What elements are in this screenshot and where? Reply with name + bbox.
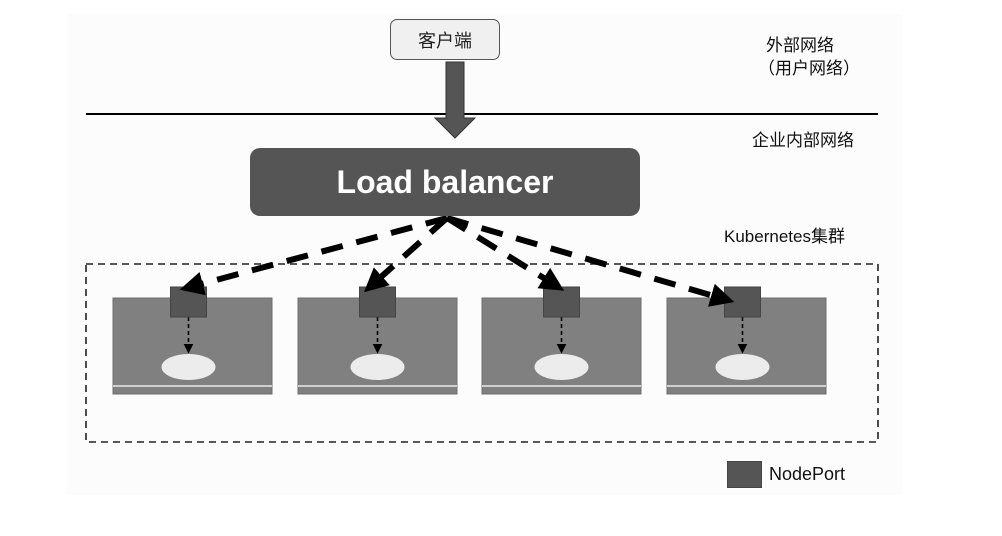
nodeport-legend-icon (727, 461, 762, 488)
nodeport-square (170, 286, 207, 318)
lb-to-node-arrow-2 (363, 215, 449, 293)
load-balancer-label: Load balancer (336, 163, 554, 200)
pod-ellipse (161, 354, 216, 380)
lb-to-node-arrow-3 (445, 215, 565, 291)
external-network-label: 外部网络 (766, 36, 834, 55)
user-network-label: （用户网络） (758, 59, 860, 78)
pod-ellipse (534, 354, 589, 380)
cluster-label: Kubernetes集群 (724, 227, 845, 246)
pod-ellipse (715, 354, 770, 380)
nodeport-square (359, 286, 396, 318)
client-label: 客户端 (418, 30, 472, 51)
legend-nodeport-label: NodePort (769, 464, 846, 484)
lb-to-node-arrow-1 (179, 215, 448, 296)
load-balancer-box: Load balancer (250, 148, 640, 216)
nodeport-square (724, 286, 761, 318)
nodeport-square (543, 286, 580, 318)
lb-to-node-arrow-4 (446, 215, 735, 307)
diagram-background (67, 14, 902, 495)
pod-ellipse (350, 354, 405, 380)
client-box: 客户端 (390, 19, 500, 60)
cluster-boundary (85, 263, 879, 443)
client-to-lb-arrow (433, 61, 477, 139)
internal-network-label: 企业内部网络 (752, 131, 854, 150)
